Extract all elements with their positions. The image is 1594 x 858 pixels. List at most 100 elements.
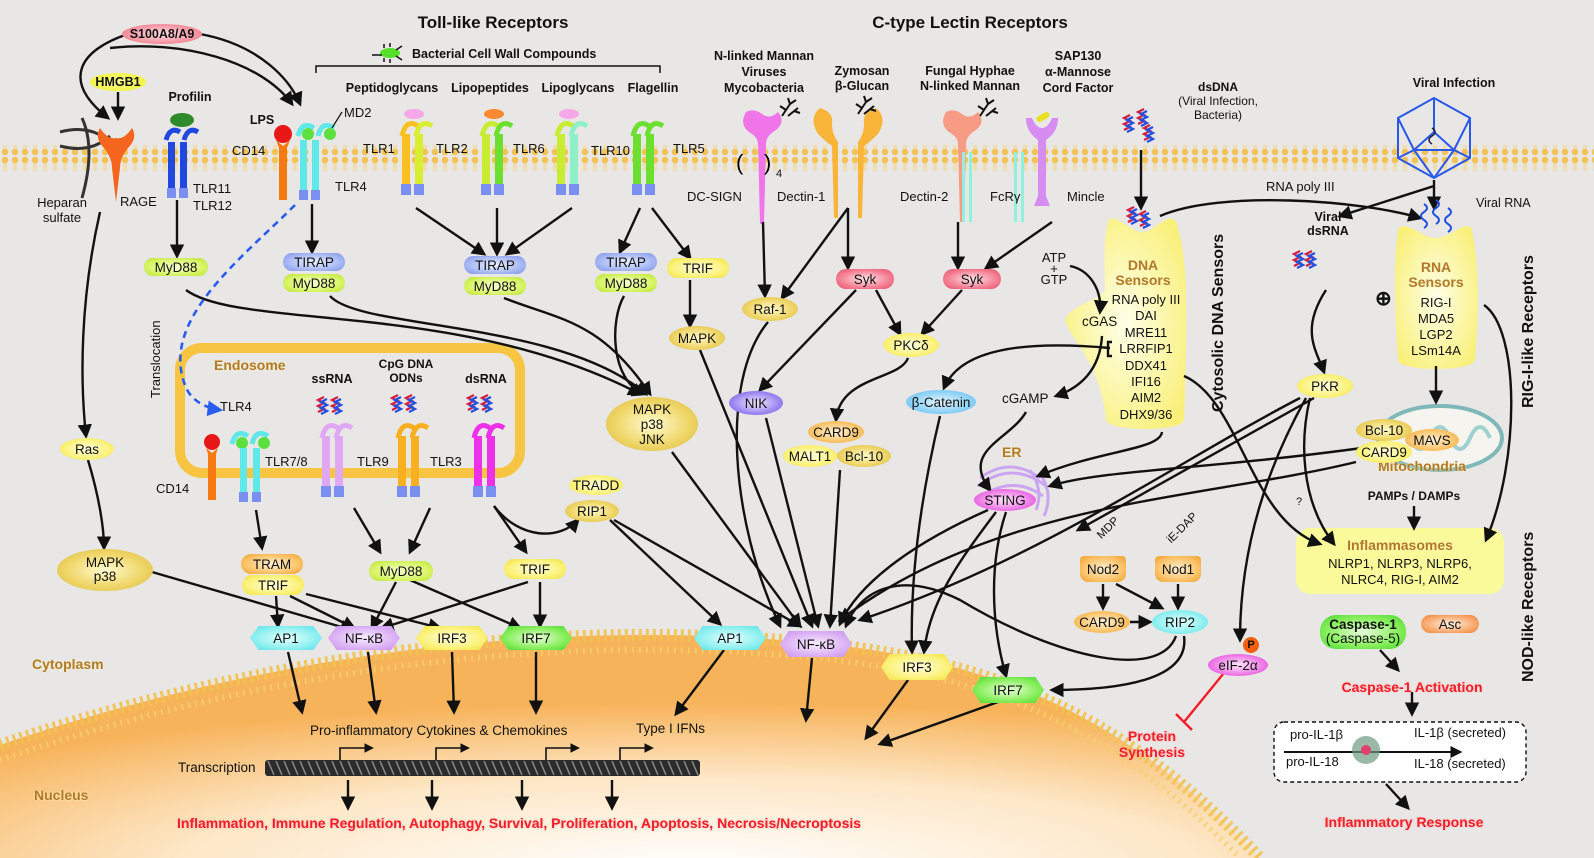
caspase-1-node[interactable]: Caspase-1(Caspase-5) [1320, 615, 1406, 649]
signaling-arrow [409, 578, 523, 630]
glycan-icon [855, 95, 877, 115]
trif-node-tlr3[interactable]: TRIF [504, 559, 566, 579]
eif-2-alpha-node[interactable]: eIF-2α [1208, 654, 1268, 676]
cell-outcomes-label: Inflammation, Immune Regulation, Autopha… [177, 815, 862, 831]
dc-sign-receptor: () [736, 110, 782, 224]
dna-sensor-item[interactable]: IFI16 [1131, 374, 1161, 390]
rna-sensor-item[interactable]: MDA5 [1417, 311, 1455, 326]
fcr-gamma-receptor [962, 152, 1024, 222]
card9-node-mavs[interactable]: CARD9 [1356, 441, 1412, 463]
dna-sensor-item[interactable]: LRRFIP1 [1119, 341, 1173, 357]
flagellin-label: Flagellin [627, 81, 679, 95]
tirap-node-tlr4[interactable]: TIRAP [283, 253, 345, 271]
heading-rig-i-like-receptors: RIG-I-like Receptors [1520, 255, 1537, 408]
signaling-arrow [698, 349, 815, 629]
signaling-arrow [329, 295, 649, 396]
rna-sensor-item[interactable]: LGP2 [1419, 327, 1453, 342]
syk-node-dectin-2[interactable]: Syk [943, 269, 1001, 289]
irf7-factor-left[interactable]: IRF7 [500, 626, 572, 650]
dna-sensor-item[interactable]: MRE11 [1124, 324, 1168, 340]
nf-kb-factor-right[interactable]: NF-κB [780, 631, 852, 657]
myd88-node-tlr5[interactable]: MyD88 [595, 274, 657, 292]
syk-node-dectin-1[interactable]: Syk [836, 269, 894, 289]
tirap-node-tlr5[interactable]: TIRAP [595, 253, 657, 271]
inhibition-line [1175, 667, 1229, 731]
nucleic-acid-icon [479, 394, 494, 413]
irf7-factor-right[interactable]: IRF7 [972, 677, 1044, 703]
myd88-node-tlr11[interactable]: MyD88 [144, 258, 208, 276]
signaling-arrow [614, 295, 647, 397]
mapk-node[interactable]: MAPK [669, 326, 725, 350]
dna-sensor-item[interactable]: DAI [1135, 308, 1157, 324]
cgas-node[interactable]: cGAS [1082, 314, 1118, 329]
transcription-start-icon [619, 743, 654, 760]
peptidoglycans-label: Peptidoglycans [345, 81, 439, 95]
bcl-10-node-mavs[interactable]: Bcl-10 [1356, 419, 1412, 441]
cgamp-node[interactable]: cGAMP [1002, 391, 1049, 406]
sting-node[interactable]: STING [974, 489, 1036, 511]
signaling-arrow [286, 651, 307, 715]
dna-sensor-item[interactable]: AIM2 [1130, 390, 1162, 406]
beta-catenin-node[interactable]: β-Catenin [906, 390, 976, 414]
rip1-node[interactable]: RIP1 [565, 500, 619, 522]
endosome-tlr4-label: TLR4 [220, 399, 252, 414]
lrrfip1-bracket [1106, 340, 1112, 358]
ap1-factor-right[interactable]: AP1 [694, 626, 766, 650]
ras-node[interactable]: Ras [60, 438, 114, 460]
rip2-node[interactable]: RIP2 [1152, 610, 1208, 634]
dna-sensor-item[interactable]: DDX41 [1125, 357, 1167, 373]
nik-node[interactable]: NIK [729, 391, 783, 415]
nucleic-acid-icon [1125, 206, 1140, 225]
s100a8-a9-ligand: S100A8/A9 [122, 24, 202, 44]
profilin-icon [170, 113, 194, 127]
atp-gtp-label: ATP+GTP [1040, 250, 1068, 287]
pkr-node[interactable]: PKR [1297, 374, 1353, 398]
tradd-node[interactable]: TRADD [569, 475, 623, 495]
card9-node-ctl[interactable]: CARD9 [808, 421, 864, 443]
myd88-node-tlr2[interactable]: MyD88 [464, 277, 526, 295]
trif-node-tlr5[interactable]: TRIF [667, 258, 729, 278]
irf3-factor-right[interactable]: IRF3 [881, 654, 953, 680]
bcl-10-node-ctl[interactable]: Bcl-10 [837, 445, 891, 467]
signaling-arrow [799, 657, 815, 723]
transcription-start-icon [435, 743, 470, 760]
signaling-arrow [757, 221, 772, 299]
card9-node-nod[interactable]: CARD9 [1074, 611, 1130, 633]
nod2-node[interactable]: Nod2 [1080, 556, 1126, 582]
malt1-node[interactable]: MALT1 [783, 445, 837, 467]
raf-1-node[interactable]: Raf-1 [742, 297, 798, 321]
pkc-delta-node[interactable]: PKCδ [883, 333, 939, 357]
dna-sensor-item[interactable]: RNA poly III [1111, 292, 1181, 307]
bacterial-cell-wall-label: Bacterial Cell Wall Compounds [412, 47, 597, 61]
heading-c-type-lectin-receptors: C-type Lectin Receptors [872, 13, 1068, 32]
nf-kb-factor-left[interactable]: NF-κB [328, 626, 400, 650]
signaling-arrow [253, 509, 268, 551]
signaling-arrow [1159, 199, 1423, 222]
tram-node[interactable]: TRAM [241, 554, 303, 574]
ap1-factor-left[interactable]: AP1 [250, 626, 322, 650]
rna-sensor-item[interactable]: LSm14A [1411, 343, 1461, 358]
signaling-arrow [1385, 783, 1410, 811]
signaling-arrow [918, 511, 997, 655]
irf3-factor-left[interactable]: IRF3 [416, 626, 488, 650]
myd88-node-endosome[interactable]: MyD88 [369, 561, 433, 581]
tlr7-receptor [319, 423, 354, 497]
nod1-node[interactable]: Nod1 [1155, 556, 1201, 582]
inflammasomes-title: Inflammasomes [1347, 537, 1453, 553]
signaling-arrow [983, 221, 1053, 270]
rna-sensor-item[interactable]: RIG-I [1420, 295, 1452, 310]
asc-node[interactable]: Asc [1421, 615, 1479, 633]
mavs-node[interactable]: MAVS [1405, 429, 1459, 451]
pro-inflammatory-cytokines-label: Pro-inflammatory Cytokines & Chemokines [310, 723, 568, 738]
myd88-node-tlr4[interactable]: MyD88 [283, 274, 345, 292]
tirap-node-tlr2[interactable]: TIRAP [464, 256, 526, 274]
dna-sensor-item[interactable]: DHX9/36 [1119, 406, 1173, 422]
trif-node-tlr4[interactable]: TRIF [242, 575, 304, 595]
signaling-arrow [671, 451, 802, 629]
inflammasome-members: NLRP1, NLRP3, NLRP6,NLRC4, RIG-I, AIM2 [1328, 556, 1472, 587]
